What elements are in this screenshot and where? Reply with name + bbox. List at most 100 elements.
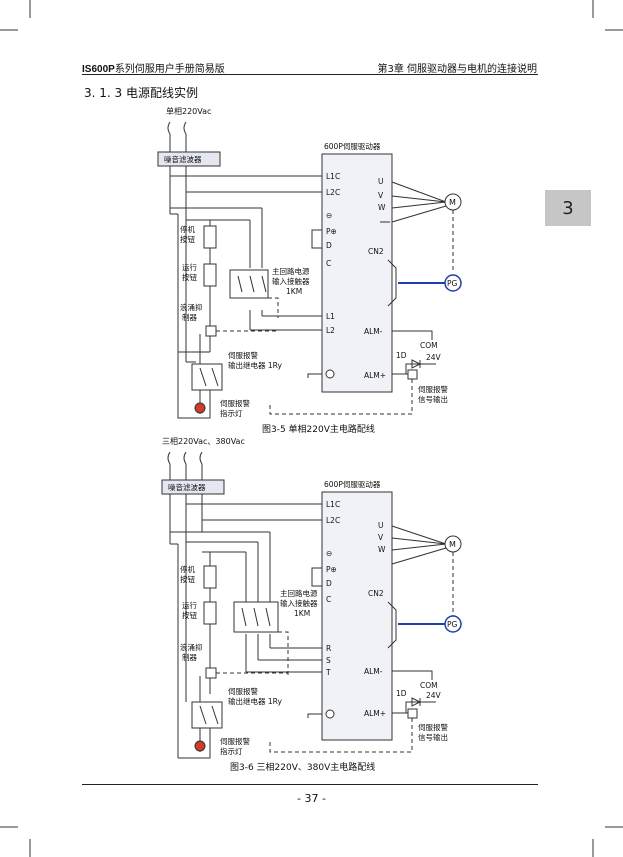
fig2-term-d: D — [326, 579, 332, 588]
fig2-relay-label-1: 伺服报警 — [228, 686, 258, 696]
fig2-noise-filter — [161, 479, 225, 495]
fig1-surge-label-1: 浪涌抑 — [180, 302, 203, 312]
fig1-term-w: W — [378, 203, 386, 212]
fig2-encoder-label: PG — [447, 620, 458, 629]
fig1-alarm-relay — [191, 363, 223, 391]
fig2-contactor-label-3: 1KM — [294, 609, 310, 618]
fig2-contactor — [233, 601, 279, 633]
fig2-contactor-label-2: 输入接触器 — [280, 598, 318, 608]
fig2-surge-label-2: 制器 — [182, 652, 197, 662]
fig2-relay-label-2: 输出继电器 1Ry — [228, 696, 282, 706]
fig1-drive-ground-icon — [325, 369, 335, 379]
fig1-surge-label-2: 制器 — [182, 312, 197, 322]
fig2-run-label-1: 运行 — [182, 600, 197, 610]
fig1-contactor-label-1: 主回路电源 — [272, 266, 310, 276]
fig2-term-v: V — [378, 533, 384, 542]
fig2-motor-label: M — [449, 540, 456, 549]
fig2-supply-lines — [167, 451, 203, 465]
fig1-diode-icon — [411, 359, 422, 369]
chapter-tab: 3 — [545, 190, 591, 226]
fig2-servo-drive — [321, 491, 393, 741]
fig1-pd-jumper — [311, 229, 322, 249]
fig2-term-pos: P⊕ — [326, 565, 337, 574]
fig2-term-alm-minus: ALM- — [364, 667, 383, 676]
brand: IS600P — [82, 64, 115, 75]
fig1-term-d: D — [326, 241, 332, 250]
fig1-lamp-label-1: 伺服报警 — [220, 398, 250, 408]
fig1-term-pos: P⊕ — [326, 227, 337, 236]
fig2-alarm-out-label-1: 伺服报警 — [418, 722, 448, 732]
page-number: - 37 - — [297, 792, 326, 805]
fig1-supply-lines — [167, 121, 187, 135]
fig2-drive-ground-icon — [325, 709, 335, 719]
fig1-term-c: C — [326, 259, 331, 268]
fig1-alarm-out-label-1: 伺服报警 — [418, 384, 448, 394]
fig1-relay-label-2: 输出继电器 1Ry — [228, 360, 282, 370]
fig1-stop-button — [203, 225, 217, 249]
fig2-alarm-lamp-icon — [194, 740, 206, 752]
fig1-diode-label: 1D — [396, 351, 407, 360]
fig2-alarm-out-label-2: 信号输出 — [418, 732, 448, 742]
fig1-alarm-output-relay — [407, 369, 418, 380]
fig1-term-alm-minus: ALM- — [364, 327, 383, 336]
fig1-cn2-connector — [387, 259, 397, 307]
fig1-servo-drive — [321, 153, 393, 393]
header-title: IS600P系列伺服用户手册简易版 — [82, 60, 225, 75]
fig1-term-l1c: L1C — [326, 172, 340, 181]
fig1-term-v: V — [378, 191, 384, 200]
fig1-drive-label: 600P伺服驱动器 — [324, 141, 381, 151]
fig1-stop-label-1: 停机 — [180, 224, 195, 234]
fig1-term-cn2: CN2 — [368, 247, 384, 256]
chapter-title: 第3章 伺服驱动器与电机的连接说明 — [377, 64, 537, 75]
fig2-lamp-label-2: 指示灯 — [220, 746, 243, 756]
fig2-term-u: U — [378, 521, 384, 530]
fig2-term-t: T — [325, 668, 331, 677]
fig2-surge-label-1: 浪涌抑 — [180, 642, 203, 652]
fig1-encoder-icon — [444, 274, 462, 292]
fig1-run-label-2: 按钮 — [182, 272, 197, 282]
fig2-run-button — [203, 601, 217, 625]
fig2-com-label: COM — [420, 681, 438, 690]
fig1-voltage-label: 24V — [426, 353, 442, 362]
fig1-com-label: COM — [420, 341, 438, 350]
fig2-contactor-label-1: 主回路电源 — [280, 588, 318, 598]
fig2-stop-label-1: 停机 — [180, 564, 195, 574]
fig2-lamp-label-1: 伺服报警 — [220, 736, 250, 746]
fig2-term-cn2: CN2 — [368, 589, 384, 598]
fig1-alarm-lamp-icon — [194, 402, 206, 414]
fig2-term-l2c: L2C — [326, 516, 340, 525]
fig1-lamp-label-2: 指示灯 — [220, 408, 243, 418]
fig2-supply-label: 三相220Vac、380Vac — [162, 436, 245, 446]
fig1-encoder-label: PG — [447, 279, 458, 288]
fig1-stop-label-2: 按钮 — [180, 234, 195, 244]
section-title: 3. 1. 3 电源配线实例 — [84, 86, 198, 100]
fig2-term-alm-plus: ALM+ — [364, 709, 386, 718]
fig1-run-label-1: 运行 — [182, 262, 197, 272]
fig1-contactor-label-3: 1KM — [286, 287, 302, 296]
fig1-motor-label: M — [449, 198, 456, 207]
fig1-surge-suppressor — [205, 325, 217, 337]
fig2-caption: 图3-6 三相220V、380V主电路配线 — [230, 761, 375, 773]
fig2-alarm-output-relay — [407, 708, 418, 719]
fig2-term-neg: ⊖ — [326, 549, 332, 558]
fig2-voltage-label: 24V — [426, 691, 442, 700]
fig2-term-w: W — [378, 545, 386, 554]
fig2-surge-suppressor — [205, 667, 217, 679]
fig2-run-label-2: 按钮 — [182, 610, 197, 620]
fig2-term-l1c: L1C — [326, 500, 340, 509]
fig1-term-u: U — [378, 177, 384, 186]
fig2-pd-jumper — [311, 567, 322, 587]
fig1-term-neg: ⊖ — [326, 211, 332, 220]
fig1-contactor-label-2: 输入接触器 — [272, 276, 310, 286]
fig2-term-r: R — [326, 644, 331, 653]
fig2-diode-label: 1D — [396, 689, 407, 698]
figure-3-5-diagram: 单相220Vac 噪音滤波器 600P伺服驱动器 停机 按钮 运行 按钮 主回路… — [157, 106, 462, 435]
fig1-contactor — [229, 269, 269, 299]
fig2-term-s: S — [326, 656, 331, 665]
fig1-supply-label: 单相220Vac — [166, 106, 211, 116]
fig2-drive-label: 600P伺服驱动器 — [324, 479, 381, 489]
fig1-term-l1: L1 — [326, 312, 335, 321]
fig2-diode-icon — [411, 697, 422, 707]
fig1-term-l2: L2 — [326, 326, 335, 335]
